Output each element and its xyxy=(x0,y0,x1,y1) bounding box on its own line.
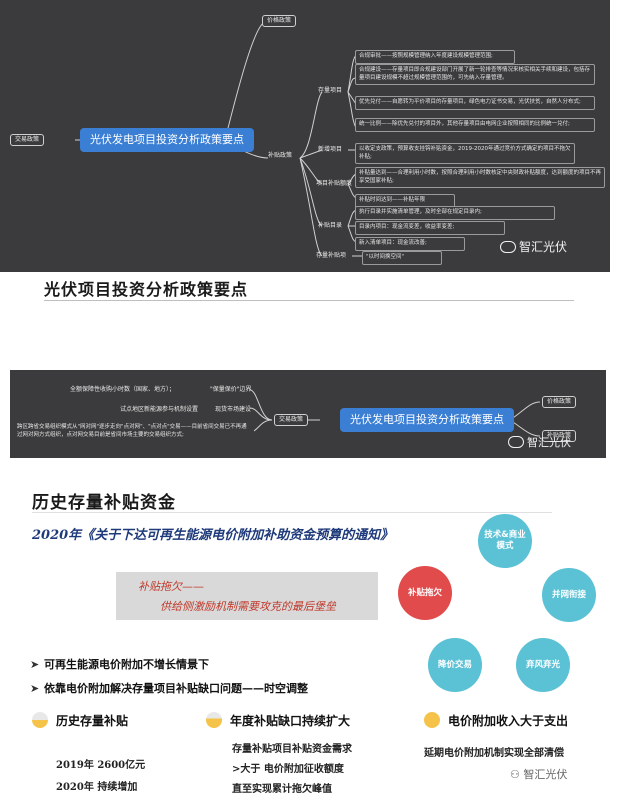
bullet-item: ➤可再生能源电价附加不增长情景下 xyxy=(30,658,209,671)
strip-node-price-policy[interactable]: 价格政策 xyxy=(542,396,577,408)
mindmap-strip-central[interactable]: 光伏发电项目投资分析政策要点 xyxy=(340,408,514,432)
detail-2019: 2019年 2600亿元 xyxy=(56,760,146,771)
detail-2020: 2020年 持续增加 xyxy=(56,782,138,793)
bullet-item: ➤依靠电价附加解决存量项目补贴缺口问题——时空调整 xyxy=(30,682,308,695)
leaf-compliance-build: 合规建设——存量项目即合规建设部门开展了新一轮排查等情况来核实相关手续和建设，包… xyxy=(355,64,595,85)
detail-deferred: 延期电价附加机制实现全部清偿 xyxy=(424,748,564,759)
leaf-income-expense: 以收定支政策，预算收支挂钩补贴资金，2019-2020年通过竞价方式确定的项目不… xyxy=(355,143,575,164)
cycle-node-grid: 并网衔接 xyxy=(542,568,596,622)
cycle-node-tech: 技术&商业模式 xyxy=(478,514,532,568)
node-price-policy[interactable]: 价格政策 xyxy=(262,15,297,27)
leaf-catalog-list: 执行目录并实施清单管理，及时全部在规定目录内; xyxy=(355,206,555,220)
legend-income: 电价附加收入大于支出 xyxy=(424,712,568,729)
cycle-diagram: 技术&商业模式 并网衔接 弃风弃光 降价交易 补贴拖欠 xyxy=(392,514,602,692)
watermark-top: 智汇光伏 xyxy=(500,238,567,255)
half-circle-icon xyxy=(206,712,222,728)
wechat-logo-icon xyxy=(508,436,524,448)
leaf-compliance-approval: 合规审批——按照规模管理纳入年度建设规模管理范围; xyxy=(355,50,515,64)
watermark-strip: 智汇光伏 xyxy=(508,434,571,450)
cycle-node-curtail: 弃风弃光 xyxy=(516,638,570,692)
legend-historical: 历史存量补贴 xyxy=(32,712,128,729)
mindmap-top-central[interactable]: 光伏发电项目投资分析政策要点 xyxy=(80,128,254,152)
node-trade-policy[interactable]: 交易政策 xyxy=(10,134,45,146)
half-circle-icon xyxy=(32,712,48,728)
heading-policy-points: 光伏项目投资分析政策要点 xyxy=(44,280,249,299)
strip-node-trade-policy[interactable]: 交易政策 xyxy=(274,414,309,426)
detail-peak: 直至实现累计拖欠峰值 xyxy=(232,784,332,795)
wechat-logo-icon xyxy=(500,241,516,253)
leaf-in-catalog: 目录内项目：现金流变差，收益率变差; xyxy=(355,221,505,235)
node-new-projects[interactable]: 新增项目 xyxy=(318,146,343,153)
leaf-unified-ratio: 统一比例——除优先兑付的项目外，其他存量项目由电网企业按照相同的比例统一兑付; xyxy=(355,118,595,132)
arrow-bullet-icon: ➤ xyxy=(30,658,40,671)
legend-gap: 年度补贴缺口持续扩大 xyxy=(206,712,350,729)
strip-line-pilot: 试点地区新能源参与机制设置 xyxy=(120,406,199,413)
notice-title: 2020年《关于下达可再生能源电价附加补助资金预算的通知》 xyxy=(32,528,394,543)
strip-line-boundary: "保量保价"边界 xyxy=(210,386,252,393)
cycle-node-price: 降价交易 xyxy=(428,638,482,692)
arrears-line-2: 供给侧激励机制需要攻克的最后堡垒 xyxy=(160,600,336,613)
node-existing-projects[interactable]: 存量项目 xyxy=(318,87,343,94)
mindmap-top: 价格政策 交易政策 光伏发电项目投资分析政策要点 补贴政策 存量项目 新增项目 … xyxy=(0,0,610,272)
mindmap-strip: 全额保障性收购小时数（国家、地方）； "保量保价"边界 试点地区新能源参与机制设… xyxy=(10,370,606,458)
leaf-quota-reached: 补贴量达到——合理利用小时数，按照合理利用小时数核定中央财政补贴额度，达到额度的… xyxy=(355,167,605,188)
strip-line-spot: 现货市场建设 xyxy=(215,406,252,413)
arrears-line-1: 补贴拖欠—— xyxy=(138,580,204,593)
strip-line-cross-region: 跨区跨省交易组织模式从"网对网"逐步走向"点对网"、"点对点"交易——目前省间交… xyxy=(14,422,254,441)
detail-exceeds: >大于 电价附加征收额度 xyxy=(232,764,344,775)
full-circle-icon xyxy=(424,712,440,728)
heading-divider-2 xyxy=(32,512,552,513)
leaf-new-list: 新入清单项目：现金流改善; xyxy=(355,237,465,251)
strip-line-guarantee: 全额保障性收购小时数（国家、地方）； xyxy=(70,386,176,393)
node-subsidy-quota[interactable]: 项目补贴额度 xyxy=(316,180,353,187)
detail-demand: 存量补贴项目补贴资金需求 xyxy=(232,744,352,755)
heading-existing-subsidy: 历史存量补贴资金 xyxy=(32,493,176,513)
arrears-callout: 补贴拖欠—— 供给侧激励机制需要攻克的最后堡垒 xyxy=(116,572,378,620)
wechat-logo-icon: ⚇ xyxy=(510,768,524,781)
strip-node-subsidy-policy[interactable]: 补贴政策 xyxy=(542,430,577,442)
watermark-bottom: ⚇ 智汇光伏 xyxy=(510,768,568,781)
leaf-priority-payment: 优先兑付——自愿转为平价项目的存量项目，绿色电力证书交易，光伏扶贫，自然人分布式… xyxy=(355,96,595,110)
node-subsidy-policy[interactable]: 补贴政策 xyxy=(268,152,293,159)
heading-divider xyxy=(44,300,574,301)
node-existing-fund[interactable]: 存量补贴项 xyxy=(316,252,347,259)
cycle-node-arrears: 补贴拖欠 xyxy=(398,566,452,620)
node-subsidy-catalog[interactable]: 补贴目录 xyxy=(318,222,343,229)
arrow-bullet-icon: ➤ xyxy=(30,682,40,695)
leaf-time-space: "以时间换空间" xyxy=(362,251,442,265)
